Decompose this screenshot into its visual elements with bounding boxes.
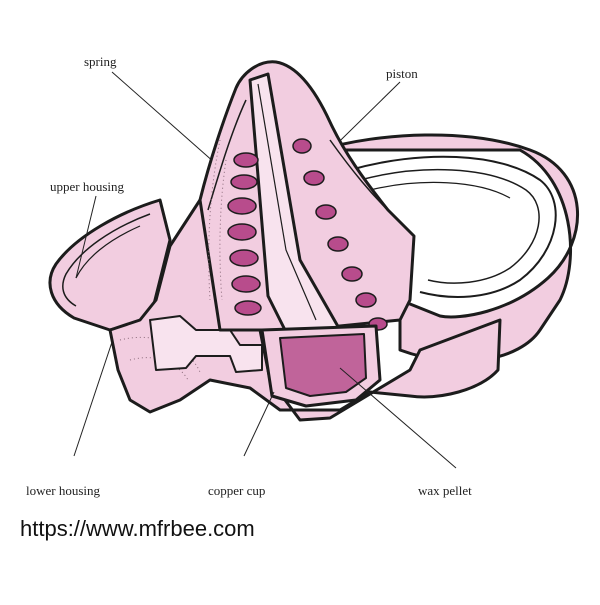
left-flange (48, 198, 172, 332)
footer-url[interactable]: https://www.mfrbee.com (20, 516, 255, 541)
spring-coils (227, 138, 388, 331)
wax-pellet-shape (279, 333, 367, 397)
label-piston: piston (386, 66, 418, 81)
label-copper-cup: copper cup (208, 483, 266, 498)
leader-line-upper-housing (75, 195, 97, 279)
leader-line-copper-cup (243, 391, 275, 457)
label-wax-pellet: wax pellet (418, 483, 472, 498)
leader-lines-lower (73, 195, 457, 469)
label-lower-housing: lower housing (26, 483, 101, 498)
right-flange (318, 133, 579, 363)
label-upper-housing: upper housing (50, 179, 125, 194)
leader-line-wax-pellet (339, 367, 457, 469)
label-spring: spring (84, 54, 117, 69)
leader-line-lower-housing (73, 341, 113, 457)
